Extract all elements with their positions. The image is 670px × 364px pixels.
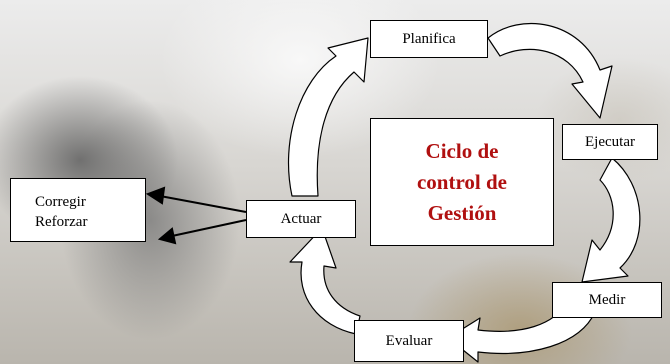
center-title-box: Ciclo de control de Gestión — [370, 118, 554, 246]
arrow-evaluar-actuar — [289, 227, 361, 335]
arrow-planifica-ejecutar — [487, 22, 613, 119]
step-planifica: Planifica — [370, 20, 488, 58]
center-title-line-2: control de — [416, 169, 508, 194]
arrow-ejecutar-medir — [581, 157, 641, 283]
arrow-actuar-planifica — [288, 37, 369, 197]
outcome-corregir: Corregir — [35, 194, 86, 210]
center-title-line-1: Ciclo de — [425, 138, 499, 163]
center-title-line-3: Gestión — [427, 200, 497, 225]
step-medir: Medir — [552, 282, 662, 318]
step-actuar: Actuar — [246, 200, 356, 238]
arrow-to-reforzar — [171, 219, 247, 237]
step-ejecutar: Ejecutar — [562, 124, 658, 160]
outcome-reforzar: Reforzar — [35, 214, 88, 230]
outcomes-box: Corregir Reforzar — [10, 178, 146, 242]
arrow-to-corregir — [159, 195, 247, 213]
step-evaluar: Evaluar — [354, 320, 464, 362]
